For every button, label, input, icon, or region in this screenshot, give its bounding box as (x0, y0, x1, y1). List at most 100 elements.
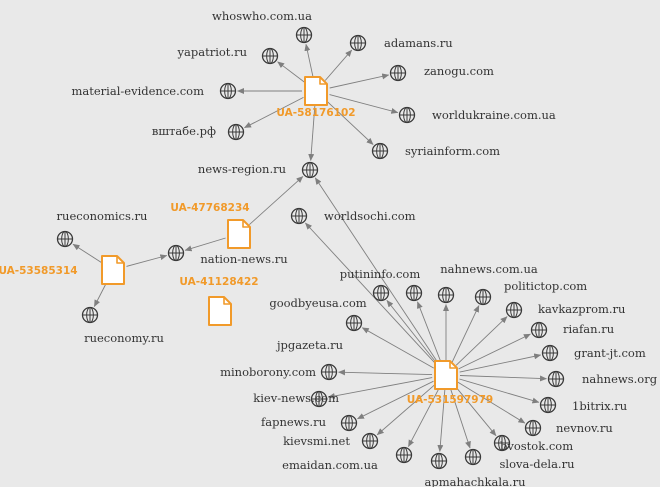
globe-icon (372, 284, 390, 302)
domain-node-goodbyeusa[interactable]: goodbyeusa.com (269, 288, 492, 311)
globe-icon (361, 432, 379, 450)
edges-layer (72, 43, 547, 452)
domain-node-yapatriot[interactable]: yapatriot.ru (177, 45, 279, 65)
domain-node-jpgazeta[interactable]: jpgazeta.ru (275, 321, 548, 353)
edge-ua1-syriainform (325, 100, 374, 145)
ua-label: UA-531597979 (407, 394, 493, 406)
domain-label: goodbyeusa.com (269, 296, 366, 310)
domain-node-zanogu[interactable]: zanogu.com (389, 64, 495, 82)
globe-icon (81, 306, 99, 324)
edge-ua5-bvostok (454, 385, 497, 437)
domain-node-rueconomics[interactable]: rueconomics.ru (56, 209, 148, 248)
domain-label: minoborony.com (220, 365, 316, 379)
domain-node-sloval[interactable]: slova-dela.ru (464, 448, 575, 472)
domain-node-nahnewscomua[interactable]: nahnews.com.ua (405, 262, 538, 302)
document-icon (227, 219, 251, 249)
edge-ua5-emaidan (408, 387, 440, 448)
domain-node-bvostok[interactable]: bvostok.com (493, 434, 574, 454)
edge-ua5-sloval (449, 388, 471, 449)
domain-node-rueconomy[interactable]: rueconomy.ru (81, 306, 164, 346)
domain-label: вштабе.рф (152, 124, 216, 138)
nodes-layer: whoswho.com.ua yapatriot.ru adamans.ru mate… (0, 9, 658, 487)
ua-node-ua2[interactable]: UA-47768234 (170, 202, 251, 249)
edge-ua5-nevnov (457, 381, 526, 424)
edge-ua5-apmahach (437, 388, 446, 452)
domain-node-nevnov[interactable]: nevnov.ru (524, 419, 613, 437)
ua-node-ua5[interactable]: UA-531597979 (407, 360, 493, 406)
ua-label: UA-47768234 (170, 202, 249, 214)
domain-label: material-evidence.com (71, 84, 204, 98)
ua-label: UA-41128422 (179, 276, 258, 288)
domain-node-minoborony[interactable]: minoborony.com (220, 363, 338, 381)
globe-icon (464, 448, 482, 466)
globe-icon (395, 446, 413, 464)
edge-ua3-nationnews (126, 254, 168, 267)
domain-node-kievnews[interactable]: kiev-news.com (253, 390, 339, 408)
domain-label: yapatriot.ru (177, 45, 247, 59)
edge-ua5-kavkazprom (455, 316, 508, 366)
domain-node-worldsochi[interactable]: worldsochi.com (290, 207, 416, 225)
ua-label: UA-58176102 (276, 107, 355, 119)
domain-node-vshtabe[interactable]: вштабе.рф (152, 123, 245, 141)
domain-label: kievsmi.net (283, 434, 350, 448)
domain-node-newsregion[interactable]: news-region.ru (198, 161, 319, 179)
ua-node-ua4[interactable]: UA-41128422 (179, 276, 259, 326)
globe-icon (349, 34, 367, 52)
domain-label: kavkazprom.ru (538, 302, 625, 316)
edge-ua5-kievsmi (376, 383, 436, 436)
domain-node-bitrix[interactable]: 1bitrix.ru (539, 396, 628, 414)
globe-icon (167, 244, 185, 262)
globe-icon (430, 452, 448, 470)
globe-icon (345, 314, 363, 332)
domain-node-whoswho[interactable]: whoswho.com.ua (212, 9, 313, 44)
edge-ua5-riafan (361, 327, 435, 369)
edge-ua1-yapatriot (277, 61, 306, 83)
document-icon (101, 255, 125, 285)
domain-node-fapnews[interactable]: fapnews.ru (261, 414, 358, 432)
ua-label: UA-53585314 (0, 265, 78, 277)
domain-node-material[interactable]: material-evidence.com (71, 82, 237, 100)
domain-node-syriainform[interactable]: syriainform.com (371, 142, 501, 160)
edge-ua5-bitrix (459, 378, 540, 404)
domain-label: nevnov.ru (556, 421, 613, 435)
document-icon (208, 296, 232, 326)
domain-label: jpgazeta.ru (275, 338, 343, 352)
globe-icon (405, 284, 423, 302)
edge-ua5-kievnews (327, 377, 433, 399)
domain-node-grantjt[interactable]: grant-jt.com (541, 344, 646, 362)
domain-node-worldukraine[interactable]: worldukraine.com.ua (398, 106, 556, 124)
globe-icon (371, 142, 389, 160)
domain-node-emaidan[interactable]: emaidan.com.ua (282, 446, 413, 473)
globe-icon (310, 390, 328, 408)
globe-icon (295, 26, 313, 44)
domain-node-apmahach[interactable]: apmahachkala.ru (424, 452, 526, 487)
ua-node-ua1[interactable]: UA-58176102 (276, 76, 356, 119)
domain-label: adamans.ru (384, 36, 453, 50)
globe-icon (547, 370, 565, 388)
domain-node-nationnews[interactable]: nation-news.ru (167, 244, 288, 267)
domain-node-kavkazprom[interactable]: kavkazprom.ru (505, 301, 626, 319)
edge-ua1-whoswho (304, 43, 314, 78)
domain-label: kiev-news.com (253, 391, 339, 405)
globe-icon (56, 230, 74, 248)
edge-ua1-zanogu (329, 73, 390, 89)
edge-ua1-vshtabe (244, 96, 304, 129)
domain-label: emaidan.com.ua (282, 458, 378, 472)
domain-node-politictop[interactable]: politictop.com (437, 279, 588, 304)
domain-label: worldsochi.com (324, 209, 416, 223)
domain-node-putininfo[interactable]: putininfo.com (340, 267, 421, 302)
globe-icon (219, 82, 237, 100)
edge-ua3-rueconomy (93, 282, 108, 307)
edge-ua5-fapnews (357, 380, 434, 420)
domain-label: news-region.ru (198, 162, 286, 176)
ua-node-ua3[interactable]: UA-53585314 (0, 255, 125, 285)
edge-ua1-worldukraine (329, 94, 399, 114)
edge-ua5-jpgazeta (458, 333, 531, 370)
domain-node-adamans[interactable]: adamans.ru (349, 34, 453, 52)
domain-label: nation-news.ru (200, 252, 287, 266)
domain-label: whoswho.com.ua (212, 9, 312, 23)
edge-ua1-adamans (324, 49, 353, 81)
domain-node-riafan[interactable]: riafan.ru (345, 314, 615, 337)
domain-node-nahnewsorg[interactable]: nahnews.org (547, 370, 658, 388)
domain-node-kievsmi[interactable]: kievsmi.net (283, 432, 379, 450)
